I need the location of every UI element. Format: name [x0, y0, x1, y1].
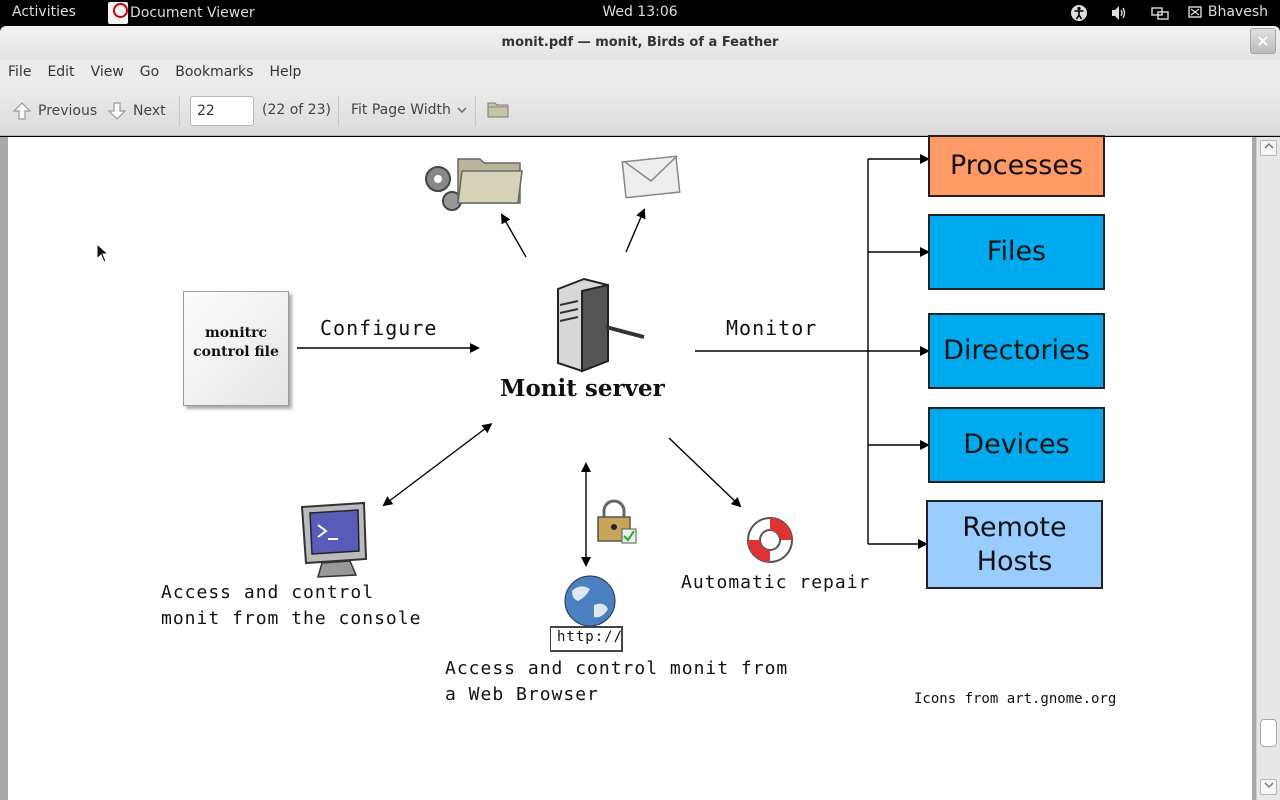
mouse-pointer-icon: [96, 243, 108, 263]
directories-box: Directories: [928, 313, 1105, 389]
go-up-icon: [12, 102, 32, 120]
web-browser-globe-icon: [550, 575, 623, 652]
open-folder-button[interactable]: [487, 99, 509, 123]
close-button[interactable]: ×: [1250, 28, 1276, 54]
lock-icon: [597, 499, 637, 544]
web-caption-line-1: Access and control monit from: [445, 658, 789, 679]
scrollbar-thumb[interactable]: [1260, 719, 1277, 747]
scroll-up-button[interactable]: [1260, 140, 1277, 156]
go-down-icon: [107, 102, 127, 120]
page-count: (22 of 23): [262, 102, 331, 118]
window-titlebar[interactable]: monit.pdf — monit, Birds of a Feather ×: [0, 26, 1280, 60]
menu-help[interactable]: Help: [269, 64, 302, 80]
app-menu[interactable]: Document Viewer: [108, 0, 255, 26]
monitrc-file: monitrc control file: [183, 291, 289, 406]
folder-gear-icon: [425, 158, 523, 211]
server-icon: [557, 277, 645, 373]
folder-icon: [487, 102, 509, 118]
monitrc-line-1: monitrc: [204, 325, 267, 341]
terminal-monitor-icon: [300, 501, 368, 578]
console-caption: Access and control monit from the consol…: [161, 580, 421, 632]
mail-icon: [621, 155, 681, 199]
toolbar-separator: [475, 96, 476, 126]
zoom-label: Fit Page Width: [351, 102, 451, 118]
lifebuoy-icon: [747, 517, 793, 563]
http-label: http://: [557, 629, 624, 645]
monitrc-line-2: control file: [193, 344, 279, 360]
directories-label: Directories: [943, 335, 1090, 366]
previous-label: Previous: [38, 103, 98, 119]
icon-credit: Icons from art.gnome.org: [914, 691, 1117, 707]
monitor-label: Monitor: [726, 316, 818, 340]
menu-file[interactable]: File: [8, 64, 32, 80]
files-box: Files: [928, 214, 1105, 290]
window-title: monit.pdf — monit, Birds of a Feather: [501, 35, 779, 50]
activities-button[interactable]: Activities: [12, 4, 76, 20]
previous-button[interactable]: Previous: [12, 98, 97, 124]
web-caption: Access and control monit from a Web Brow…: [445, 656, 788, 708]
processes-box: Processes: [928, 135, 1105, 197]
user-name: Bhavesh: [1207, 4, 1268, 20]
devices-box: Devices: [928, 407, 1105, 483]
document-view[interactable]: monitrc control file Configure Monit ser…: [0, 135, 1280, 800]
next-label: Next: [133, 103, 166, 119]
console-caption-line-1: Access and control: [161, 582, 375, 603]
chevron-up-icon: [1263, 142, 1274, 149]
close-icon: ×: [1256, 31, 1270, 50]
document-viewer-icon: [108, 2, 128, 24]
top-bar: Activities Document Viewer Wed 13:06 Bha…: [0, 0, 1280, 26]
app-menu-label: Document Viewer: [130, 5, 255, 21]
web-caption-line-2: a Web Browser: [445, 684, 599, 705]
network-icon[interactable]: [1151, 0, 1169, 26]
toolbar: Previous Next 22 (22 of 23) Fit Page Wid…: [0, 86, 1280, 136]
pdf-page: monitrc control file Configure Monit ser…: [8, 135, 1252, 800]
remote-hosts-box: Remote Hosts: [926, 500, 1103, 589]
configure-label: Configure: [320, 316, 438, 340]
devices-label: Devices: [963, 429, 1070, 460]
volume-icon[interactable]: [1110, 0, 1128, 26]
vertical-scrollbar[interactable]: [1256, 137, 1280, 800]
toolbar-separator: [179, 96, 180, 126]
chevron-down-icon: [457, 107, 467, 114]
user-icon: [1188, 6, 1202, 18]
accessibility-icon[interactable]: [1070, 0, 1088, 26]
page-number-input[interactable]: 22: [190, 96, 254, 126]
repair-caption: Automatic repair: [681, 572, 871, 593]
processes-label: Processes: [949, 150, 1084, 181]
menu-edit[interactable]: Edit: [47, 64, 75, 80]
diagram-lines: [297, 154, 930, 567]
console-caption-line-2: monit from the console: [161, 608, 422, 629]
files-label: Files: [986, 236, 1047, 267]
scroll-down-button[interactable]: [1260, 779, 1277, 795]
toolbar-separator: [338, 96, 339, 126]
monit-server-label: Monit server: [500, 375, 665, 402]
zoom-select[interactable]: Fit Page Width: [351, 102, 467, 118]
menu-go[interactable]: Go: [139, 64, 160, 80]
menubar: File Edit View Go Bookmarks Help: [0, 60, 1280, 86]
chevron-down-icon: [1263, 782, 1274, 789]
remote-hosts-label: Remote Hosts: [962, 511, 1067, 577]
next-button[interactable]: Next: [107, 98, 166, 124]
menu-view[interactable]: View: [90, 64, 124, 80]
menu-bookmarks[interactable]: Bookmarks: [175, 64, 254, 80]
user-menu[interactable]: Bhavesh: [1188, 4, 1268, 20]
